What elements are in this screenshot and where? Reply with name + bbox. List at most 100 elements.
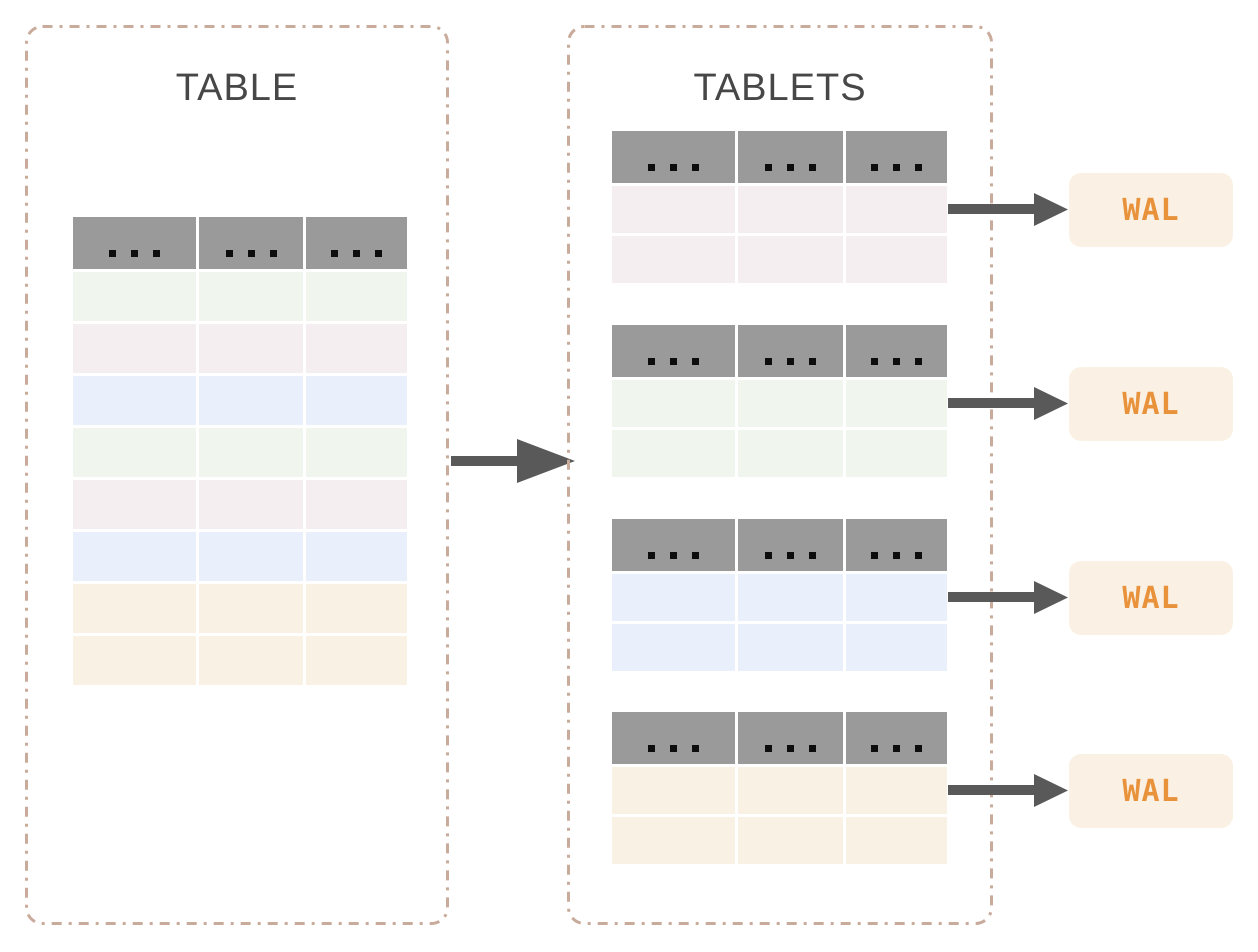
- table-cell: [73, 324, 196, 373]
- tablet-header-row: [612, 519, 947, 571]
- table-cell: [73, 532, 196, 581]
- header-cell: [846, 325, 947, 377]
- table-cell: [738, 817, 843, 864]
- panel-title-tablets: TABLETS: [693, 67, 867, 109]
- wal-arrow-icon: [948, 193, 1068, 226]
- header-cell: [738, 712, 843, 764]
- tablet-row: [612, 624, 947, 671]
- header-cell: [612, 325, 735, 377]
- tablet-2: [612, 325, 947, 477]
- table-cell: [612, 624, 735, 671]
- tablet-row: [612, 236, 947, 283]
- ellipsis-icon: [871, 164, 922, 171]
- header-cell: [612, 131, 735, 183]
- table-cell: [612, 574, 735, 621]
- tablet-3: [612, 519, 947, 671]
- table-row: [73, 376, 407, 425]
- ellipsis-icon: [765, 552, 816, 559]
- table-cell: [73, 584, 196, 633]
- table-cell: [306, 584, 407, 633]
- wal-arrow-icon: [948, 581, 1068, 614]
- table-cell: [846, 236, 947, 283]
- table-cell: [738, 624, 843, 671]
- tablet-header-row: [612, 131, 947, 183]
- table-row: [73, 532, 407, 581]
- wal-label: WAL: [1122, 580, 1180, 616]
- ellipsis-icon: [871, 552, 922, 559]
- table-cell: [73, 376, 196, 425]
- tablet-header-row: [612, 325, 947, 377]
- table-cell: [846, 380, 947, 427]
- wal-arrow-icon: [948, 387, 1068, 420]
- tablet-row: [612, 767, 947, 814]
- table-cell: [846, 624, 947, 671]
- header-cell: [73, 217, 196, 269]
- table-cell: [199, 532, 303, 581]
- tablet-row: [612, 186, 947, 233]
- table-cell: [73, 636, 196, 685]
- ellipsis-icon: [648, 164, 699, 171]
- source-table: [73, 217, 407, 685]
- ellipsis-icon: [225, 250, 277, 257]
- table-cell: [199, 480, 303, 529]
- table-cell: [306, 532, 407, 581]
- table-row: [73, 584, 407, 633]
- header-cell: [199, 217, 303, 269]
- table-cell: [738, 380, 843, 427]
- table-cell: [738, 430, 843, 477]
- table-row: [73, 272, 407, 321]
- header-cell: [738, 519, 843, 571]
- ellipsis-icon: [648, 358, 699, 365]
- wal-box: WAL: [1069, 754, 1233, 828]
- table-cell: [73, 428, 196, 477]
- table-row: [73, 636, 407, 685]
- table-cell: [612, 186, 735, 233]
- table-cell: [306, 376, 407, 425]
- table-cell: [199, 636, 303, 685]
- table-cell: [73, 480, 196, 529]
- header-cell: [846, 519, 947, 571]
- table-cell: [306, 480, 407, 529]
- table-cell: [73, 272, 196, 321]
- ellipsis-icon: [871, 358, 922, 365]
- table-cell: [306, 428, 407, 477]
- table-cell: [612, 380, 735, 427]
- ellipsis-icon: [871, 745, 922, 752]
- ellipsis-icon: [331, 250, 382, 257]
- tablet-4: [612, 712, 947, 864]
- header-cell: [612, 519, 735, 571]
- table-cell: [846, 574, 947, 621]
- wal-box: WAL: [1069, 561, 1233, 635]
- table-row: [73, 480, 407, 529]
- tablet-header-row: [612, 712, 947, 764]
- table-cell: [306, 324, 407, 373]
- table-cell: [846, 767, 947, 814]
- header-cell: [738, 131, 843, 183]
- tablet-row: [612, 817, 947, 864]
- header-cell: [306, 217, 407, 269]
- table-cell: [738, 574, 843, 621]
- ellipsis-icon: [765, 164, 816, 171]
- table-row: [73, 324, 407, 373]
- table-panel: TABLE: [25, 25, 449, 925]
- table-cell: [612, 430, 735, 477]
- table-cell: [846, 817, 947, 864]
- table-cell: [738, 767, 843, 814]
- tablet-row: [612, 430, 947, 477]
- table-cell: [199, 584, 303, 633]
- header-cell: [846, 131, 947, 183]
- table-row: [73, 428, 407, 477]
- table-header-row: [73, 217, 407, 269]
- table-cell: [612, 817, 735, 864]
- ellipsis-icon: [109, 250, 160, 257]
- table-cell: [199, 324, 303, 373]
- wal-label: WAL: [1122, 773, 1180, 809]
- table-cell: [738, 236, 843, 283]
- wal-box: WAL: [1069, 173, 1233, 247]
- table-cell: [199, 376, 303, 425]
- split-arrow-icon: [451, 439, 575, 483]
- table-cell: [612, 767, 735, 814]
- table-cell: [199, 272, 303, 321]
- ellipsis-icon: [765, 358, 816, 365]
